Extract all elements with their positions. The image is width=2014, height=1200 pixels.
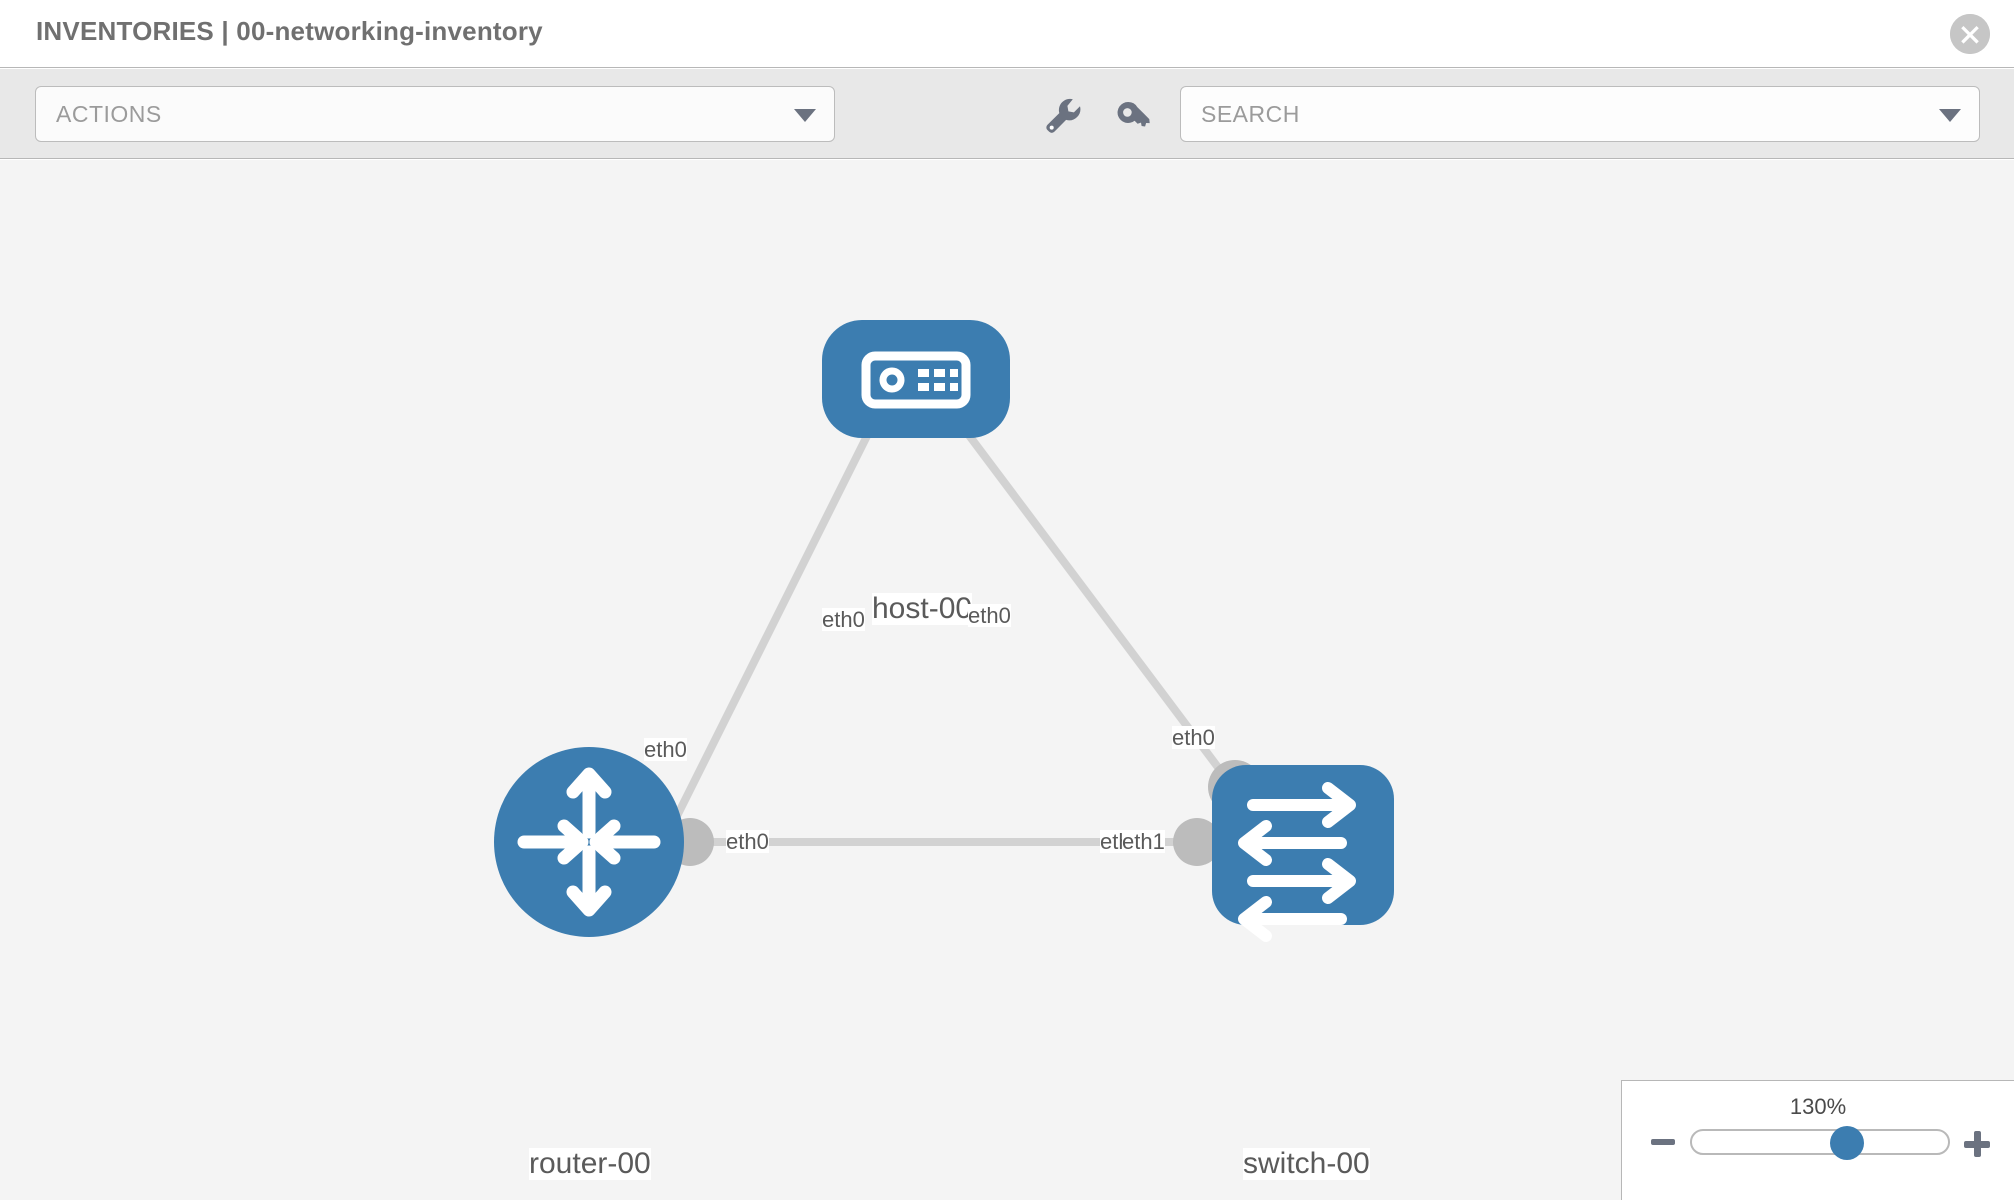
wrench-icon[interactable] (1039, 92, 1085, 138)
edge-label: eth1 (1122, 829, 1165, 854)
close-icon[interactable] (1950, 14, 1990, 54)
chevron-down-icon[interactable] (1939, 109, 1961, 122)
zoom-slider-thumb[interactable] (1830, 1126, 1864, 1160)
graph-handles (666, 386, 1262, 866)
plus-icon (1964, 1131, 1990, 1157)
chevron-down-icon (794, 109, 816, 122)
router-arrows-icon (517, 767, 661, 917)
page-title: INVENTORIES | 00-networking-inventory (36, 16, 543, 46)
topology-canvas[interactable]: host-00 router-00 switch-00 eth0 eth0 et… (0, 160, 2014, 1200)
search-placeholder: SEARCH (1201, 101, 1300, 127)
edge-label: eth0 (1172, 725, 1215, 750)
zoom-percent-label: 130% (1789, 1094, 1847, 1119)
server-icon (861, 351, 971, 409)
topology-graph (494, 320, 1394, 942)
handle-switch-left (1173, 818, 1221, 866)
node-label-switch-00: switch-00 (1243, 1147, 1370, 1180)
edge-label: eth0 (644, 737, 687, 762)
graph-edges (656, 407, 1239, 852)
edge-label: eth0 (822, 607, 865, 632)
node-host-00[interactable] (822, 320, 1010, 438)
edge-label: eth0 (726, 829, 769, 854)
actions-dropdown[interactable]: ACTIONS (35, 86, 835, 142)
page-header: INVENTORIES | 00-networking-inventory (0, 0, 2014, 68)
edge-label: eth0 (968, 603, 1011, 628)
zoom-in-button[interactable] (1962, 1129, 1992, 1164)
zoom-out-button[interactable] (1650, 1129, 1676, 1160)
switch-arrows-icon (1238, 782, 1356, 942)
minus-icon (1651, 1139, 1675, 1145)
edge-host-router (656, 408, 884, 852)
zoom-slider[interactable] (1690, 1126, 1950, 1160)
actions-dropdown-label: ACTIONS (56, 101, 162, 127)
key-icon[interactable] (1110, 92, 1156, 138)
node-label-router-00: router-00 (529, 1147, 651, 1180)
zoom-control-panel: 130% (1621, 1080, 2014, 1200)
node-label-host-00: host-00 (872, 592, 973, 625)
search-input[interactable]: SEARCH (1180, 86, 1980, 142)
node-switch-00[interactable] (1212, 765, 1394, 942)
node-router-00[interactable] (494, 747, 684, 937)
